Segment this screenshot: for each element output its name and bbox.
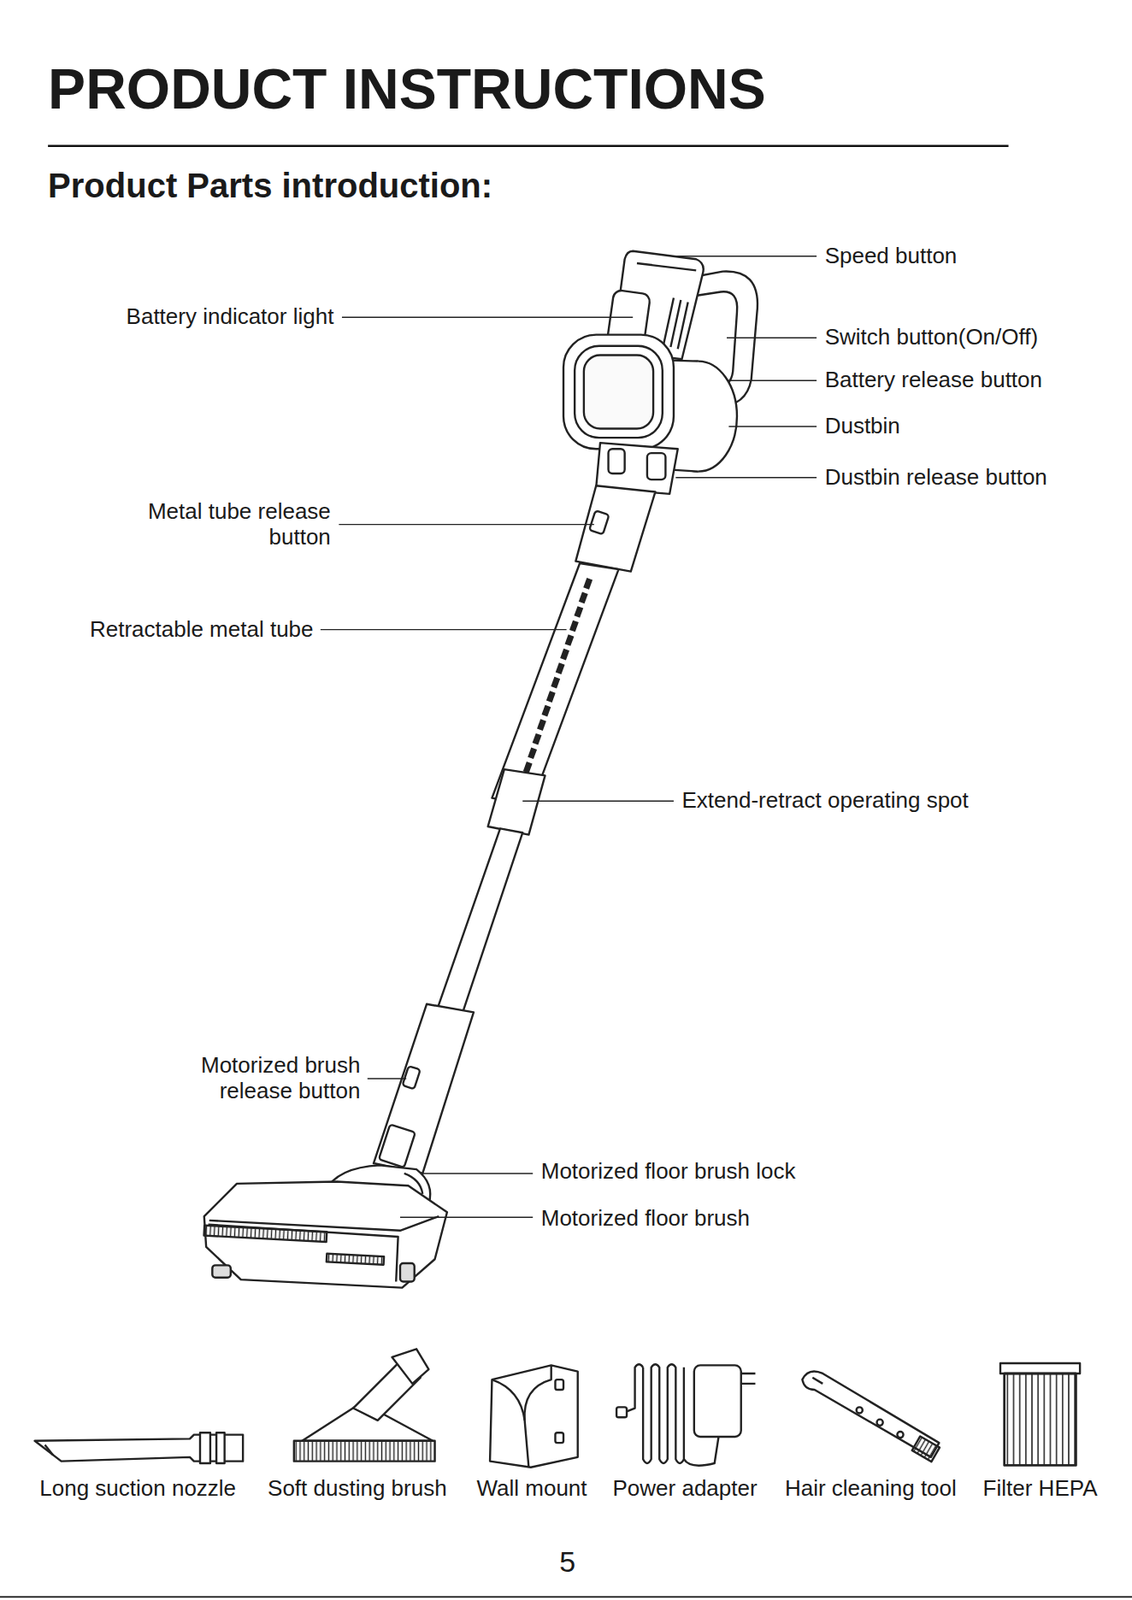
- part-label: Dustbin: [825, 413, 901, 440]
- title-rule: [47, 144, 1009, 148]
- part-label: Motorized floor brush lock: [541, 1159, 796, 1186]
- part-label: Battery release button: [825, 367, 1043, 394]
- accessory-caption: Hair cleaning tool: [784, 1476, 957, 1503]
- part-label: Motorized brush release button: [167, 1053, 360, 1105]
- page-number: 5: [559, 1545, 576, 1580]
- accessory-caption: Power adapter: [613, 1476, 758, 1503]
- bottom-rule: [0, 1597, 1132, 1599]
- accessory-caption: Wall mount: [476, 1476, 587, 1503]
- accessory-caption: Soft dusting brush: [267, 1476, 448, 1503]
- accessories: [35, 1349, 1081, 1468]
- leader-lines: [320, 256, 817, 1219]
- part-label: Dustbin release button: [825, 465, 1048, 491]
- vacuum-drawing: [204, 251, 758, 1289]
- subtitle: Product Parts introduction:: [47, 165, 493, 206]
- part-label: Battery indicator light: [126, 304, 335, 331]
- page-title: PRODUCT INSTRUCTIONS: [47, 57, 767, 123]
- part-label: Metal tube release button: [147, 499, 331, 551]
- accessory-caption: Long suction nozzle: [39, 1476, 236, 1503]
- part-label: Motorized floor brush: [541, 1206, 750, 1233]
- part-label: Switch button(On/Off): [825, 324, 1039, 351]
- part-label: Retractable metal tube: [89, 617, 314, 643]
- accessory-caption: Filter HEPA: [983, 1476, 1098, 1503]
- part-label: Speed button: [825, 243, 958, 270]
- part-label: Extend-retract operating spot: [682, 788, 969, 814]
